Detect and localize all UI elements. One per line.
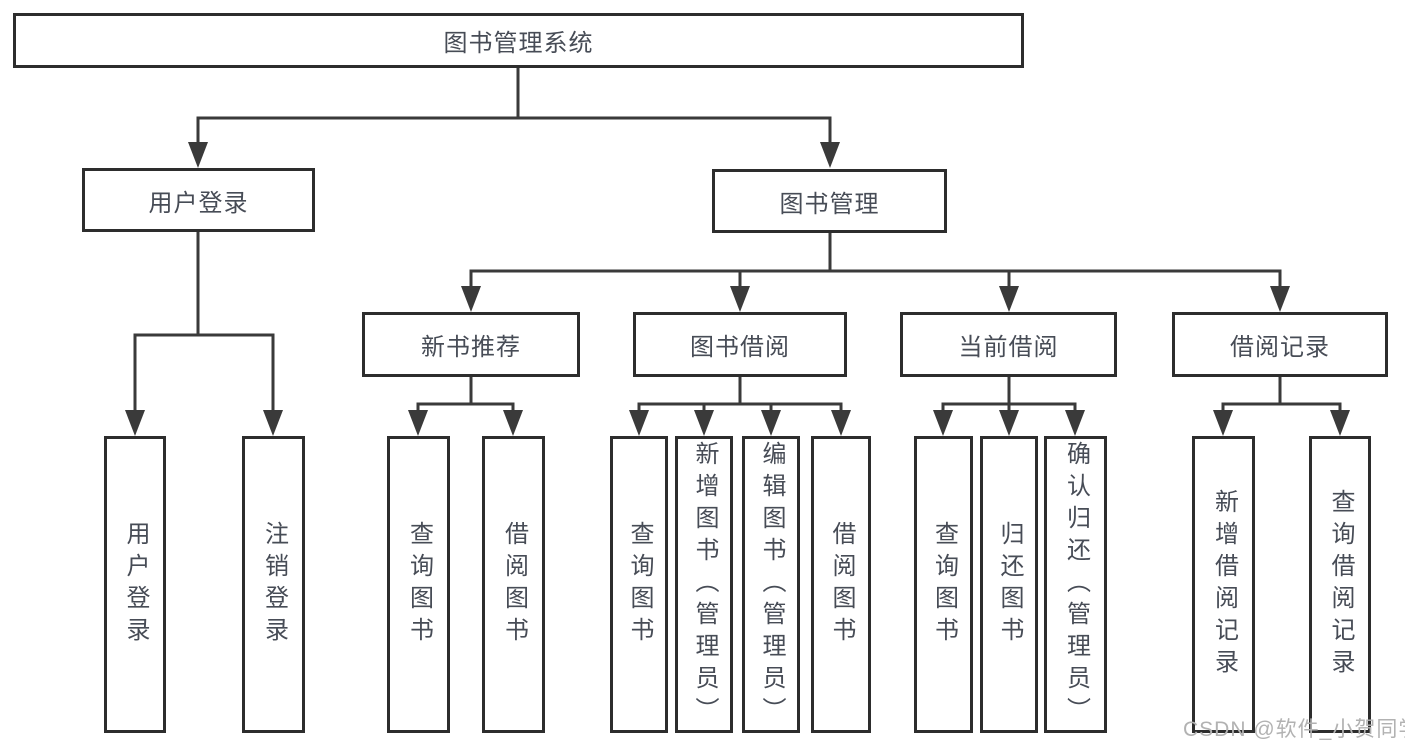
csdn-watermark: CSDN @软件_小贺同学 (1183, 718, 1405, 741)
leaf-add-borrow-record-label: 新增借阅记录 (1210, 488, 1238, 681)
leaf-query-book-borrow-label: 查询图书 (626, 520, 653, 649)
node-book-borrow: 图书借阅 (633, 312, 847, 377)
node-new-book-recommend: 新书推荐 (362, 312, 580, 377)
leaf-user-login: 用户登录 (104, 436, 166, 733)
leaf-query-book-current: 查询图书 (914, 436, 973, 733)
leaf-borrow-book: 借阅图书 (811, 436, 871, 733)
leaf-add-book-admin-label: 新增图书（管理员） (691, 440, 718, 729)
node-root-library-system: 图书管理系统 (13, 13, 1024, 68)
node-book-management: 图书管理 (712, 169, 947, 233)
leaf-edit-book-admin: 编辑图书（管理员） (742, 436, 800, 733)
leaf-query-borrow-record: 查询借阅记录 (1309, 436, 1371, 733)
leaf-query-book-recommend-label: 查询图书 (405, 520, 433, 649)
node-user-login: 用户登录 (82, 168, 315, 232)
leaf-confirm-return-admin-label: 确认归还（管理员） (1062, 440, 1090, 729)
leaf-logout: 注销登录 (242, 436, 305, 733)
leaf-borrow-book-recommend-label: 借阅图书 (500, 520, 528, 649)
leaf-query-borrow-record-label: 查询借阅记录 (1327, 488, 1354, 681)
leaf-return-book: 归还图书 (980, 436, 1038, 733)
leaf-query-book-recommend: 查询图书 (387, 436, 450, 733)
leaf-add-borrow-record: 新增借阅记录 (1192, 436, 1255, 733)
leaf-confirm-return-admin: 确认归还（管理员） (1044, 436, 1107, 733)
leaf-return-book-label: 归还图书 (996, 520, 1023, 649)
leaf-edit-book-admin-label: 编辑图书（管理员） (758, 440, 785, 729)
node-borrow-records: 借阅记录 (1172, 312, 1388, 377)
leaf-user-login-label: 用户登录 (122, 520, 149, 649)
leaf-add-book-admin: 新增图书（管理员） (675, 436, 733, 733)
leaf-borrow-book-label: 借阅图书 (828, 520, 855, 649)
leaf-logout-label: 注销登录 (260, 520, 288, 649)
node-current-borrow: 当前借阅 (900, 312, 1117, 377)
leaf-borrow-book-recommend: 借阅图书 (482, 436, 545, 733)
leaf-query-book-borrow: 查询图书 (610, 436, 668, 733)
leaf-query-book-current-label: 查询图书 (930, 520, 958, 649)
